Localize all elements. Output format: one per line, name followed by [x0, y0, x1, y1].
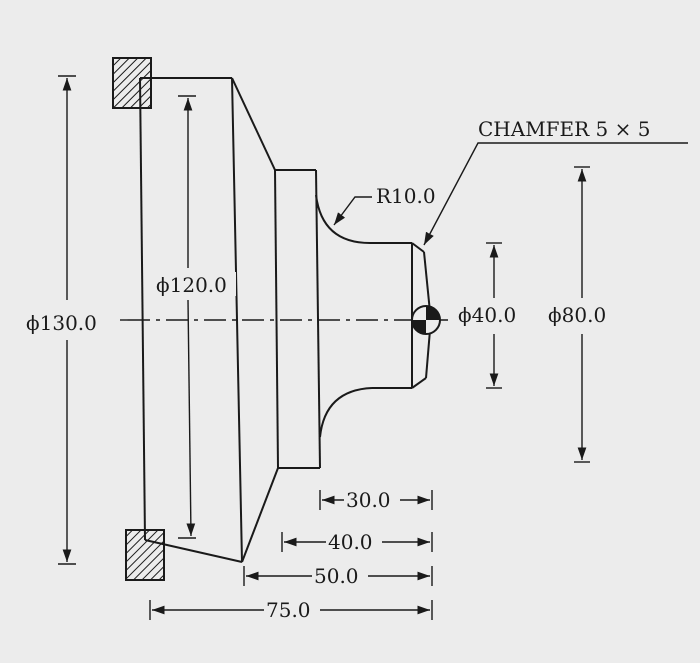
dim-len-75: 75.0 [149, 598, 433, 622]
label-dia-120: ϕ120.0 [156, 273, 227, 297]
dim-len-30: 30.0 [319, 488, 433, 512]
datum-symbol [411, 305, 441, 335]
dim-40-dia: ϕ40.0 [458, 242, 516, 389]
label-len-50: 50.0 [314, 564, 359, 588]
dim-len-40: 40.0 [281, 530, 433, 554]
dim-120: ϕ120.0 [156, 95, 236, 539]
label-len-30: 30.0 [346, 488, 391, 512]
label-len-75: 75.0 [266, 598, 311, 622]
chuck-jaw-top [112, 57, 152, 109]
part-outline [139, 77, 431, 563]
label-radius: R10.0 [376, 184, 436, 208]
label-chamfer: CHAMFER 5 × 5 [478, 117, 650, 141]
label-dia-130: ϕ130.0 [26, 311, 97, 335]
dim-130: ϕ130.0 [24, 75, 128, 565]
label-dia-80: ϕ80.0 [548, 303, 606, 327]
label-len-40: 40.0 [328, 530, 373, 554]
dim-chamfer: CHAMFER 5 × 5 [423, 117, 688, 246]
dim-len-50: 50.0 [243, 564, 433, 588]
dim-radius: R10.0 [333, 184, 436, 226]
dim-80-dia: ϕ80.0 [548, 166, 606, 463]
label-dia-40: ϕ40.0 [458, 303, 516, 327]
